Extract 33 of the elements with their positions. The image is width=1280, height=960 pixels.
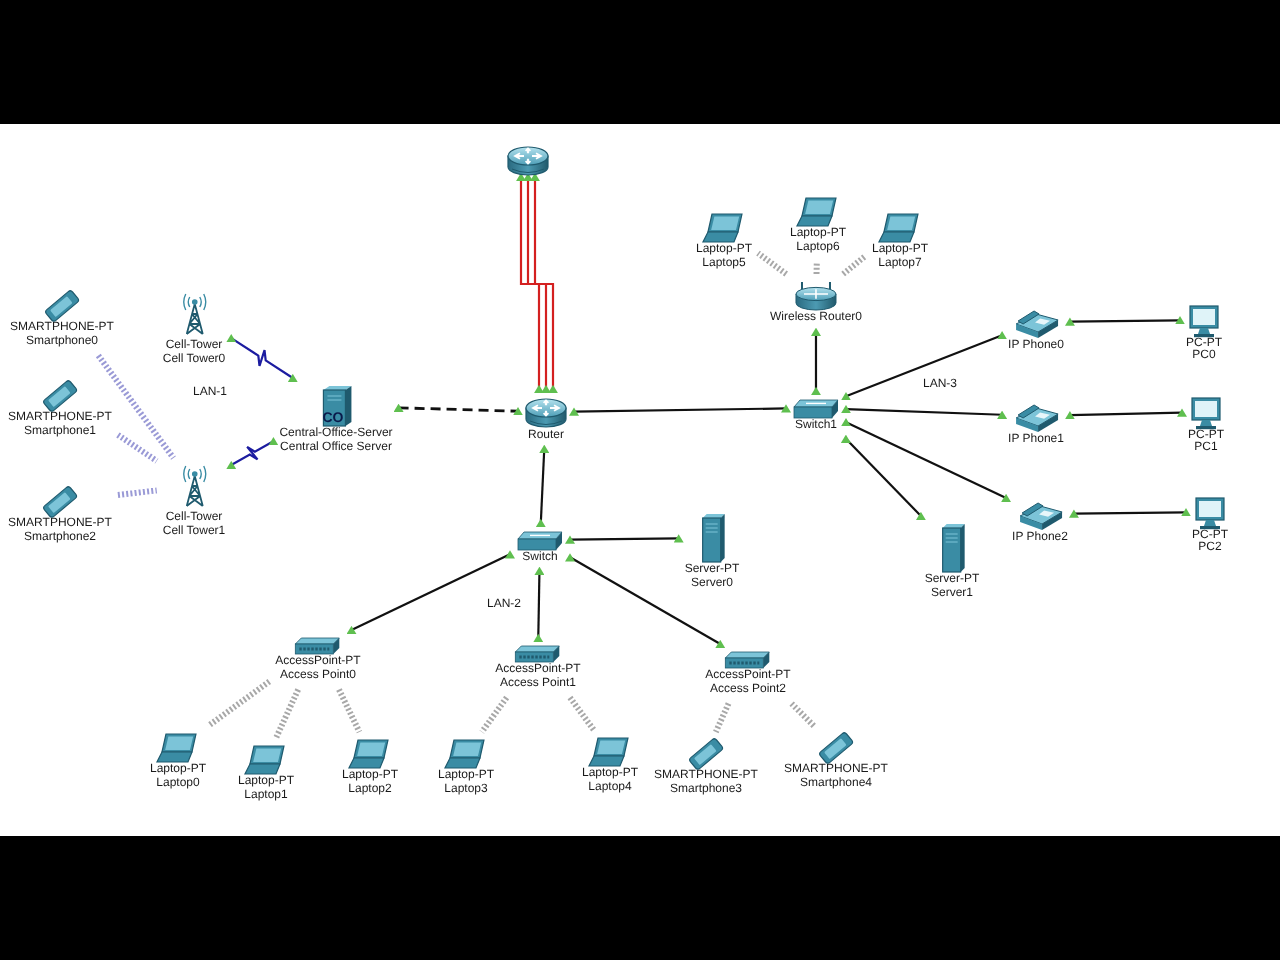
cable-link <box>569 404 791 416</box>
cable-link <box>393 403 523 416</box>
cable-link <box>841 418 1012 503</box>
wireless-link <box>95 353 176 460</box>
wireless-link <box>117 487 158 499</box>
cable-link <box>226 333 298 383</box>
cable-link <box>811 327 821 396</box>
cable-link <box>840 434 926 521</box>
cable-link <box>1064 316 1185 326</box>
cable-link <box>565 553 726 649</box>
cable-link <box>533 566 545 643</box>
wireless-link <box>789 701 817 729</box>
cable-link <box>530 172 558 394</box>
wireless-link <box>336 688 363 734</box>
cable-link <box>523 172 551 394</box>
wireless-link <box>841 253 868 277</box>
wireless-link <box>567 695 597 732</box>
cable-link <box>841 404 1008 419</box>
cable-link <box>841 331 1008 401</box>
cable-link <box>565 534 684 544</box>
wireless-link <box>116 432 159 464</box>
wireless-link <box>713 702 732 734</box>
wireless-link <box>479 695 510 734</box>
cable-link <box>1068 508 1191 518</box>
cable-link <box>226 437 279 470</box>
wireless-link <box>756 250 788 277</box>
cable-link <box>535 444 550 528</box>
wireless-link <box>206 679 272 729</box>
cable-link <box>346 550 515 635</box>
router-icon <box>506 143 550 177</box>
cable-link <box>1064 408 1187 420</box>
cable-link <box>516 172 544 394</box>
wireless-link <box>813 261 820 275</box>
